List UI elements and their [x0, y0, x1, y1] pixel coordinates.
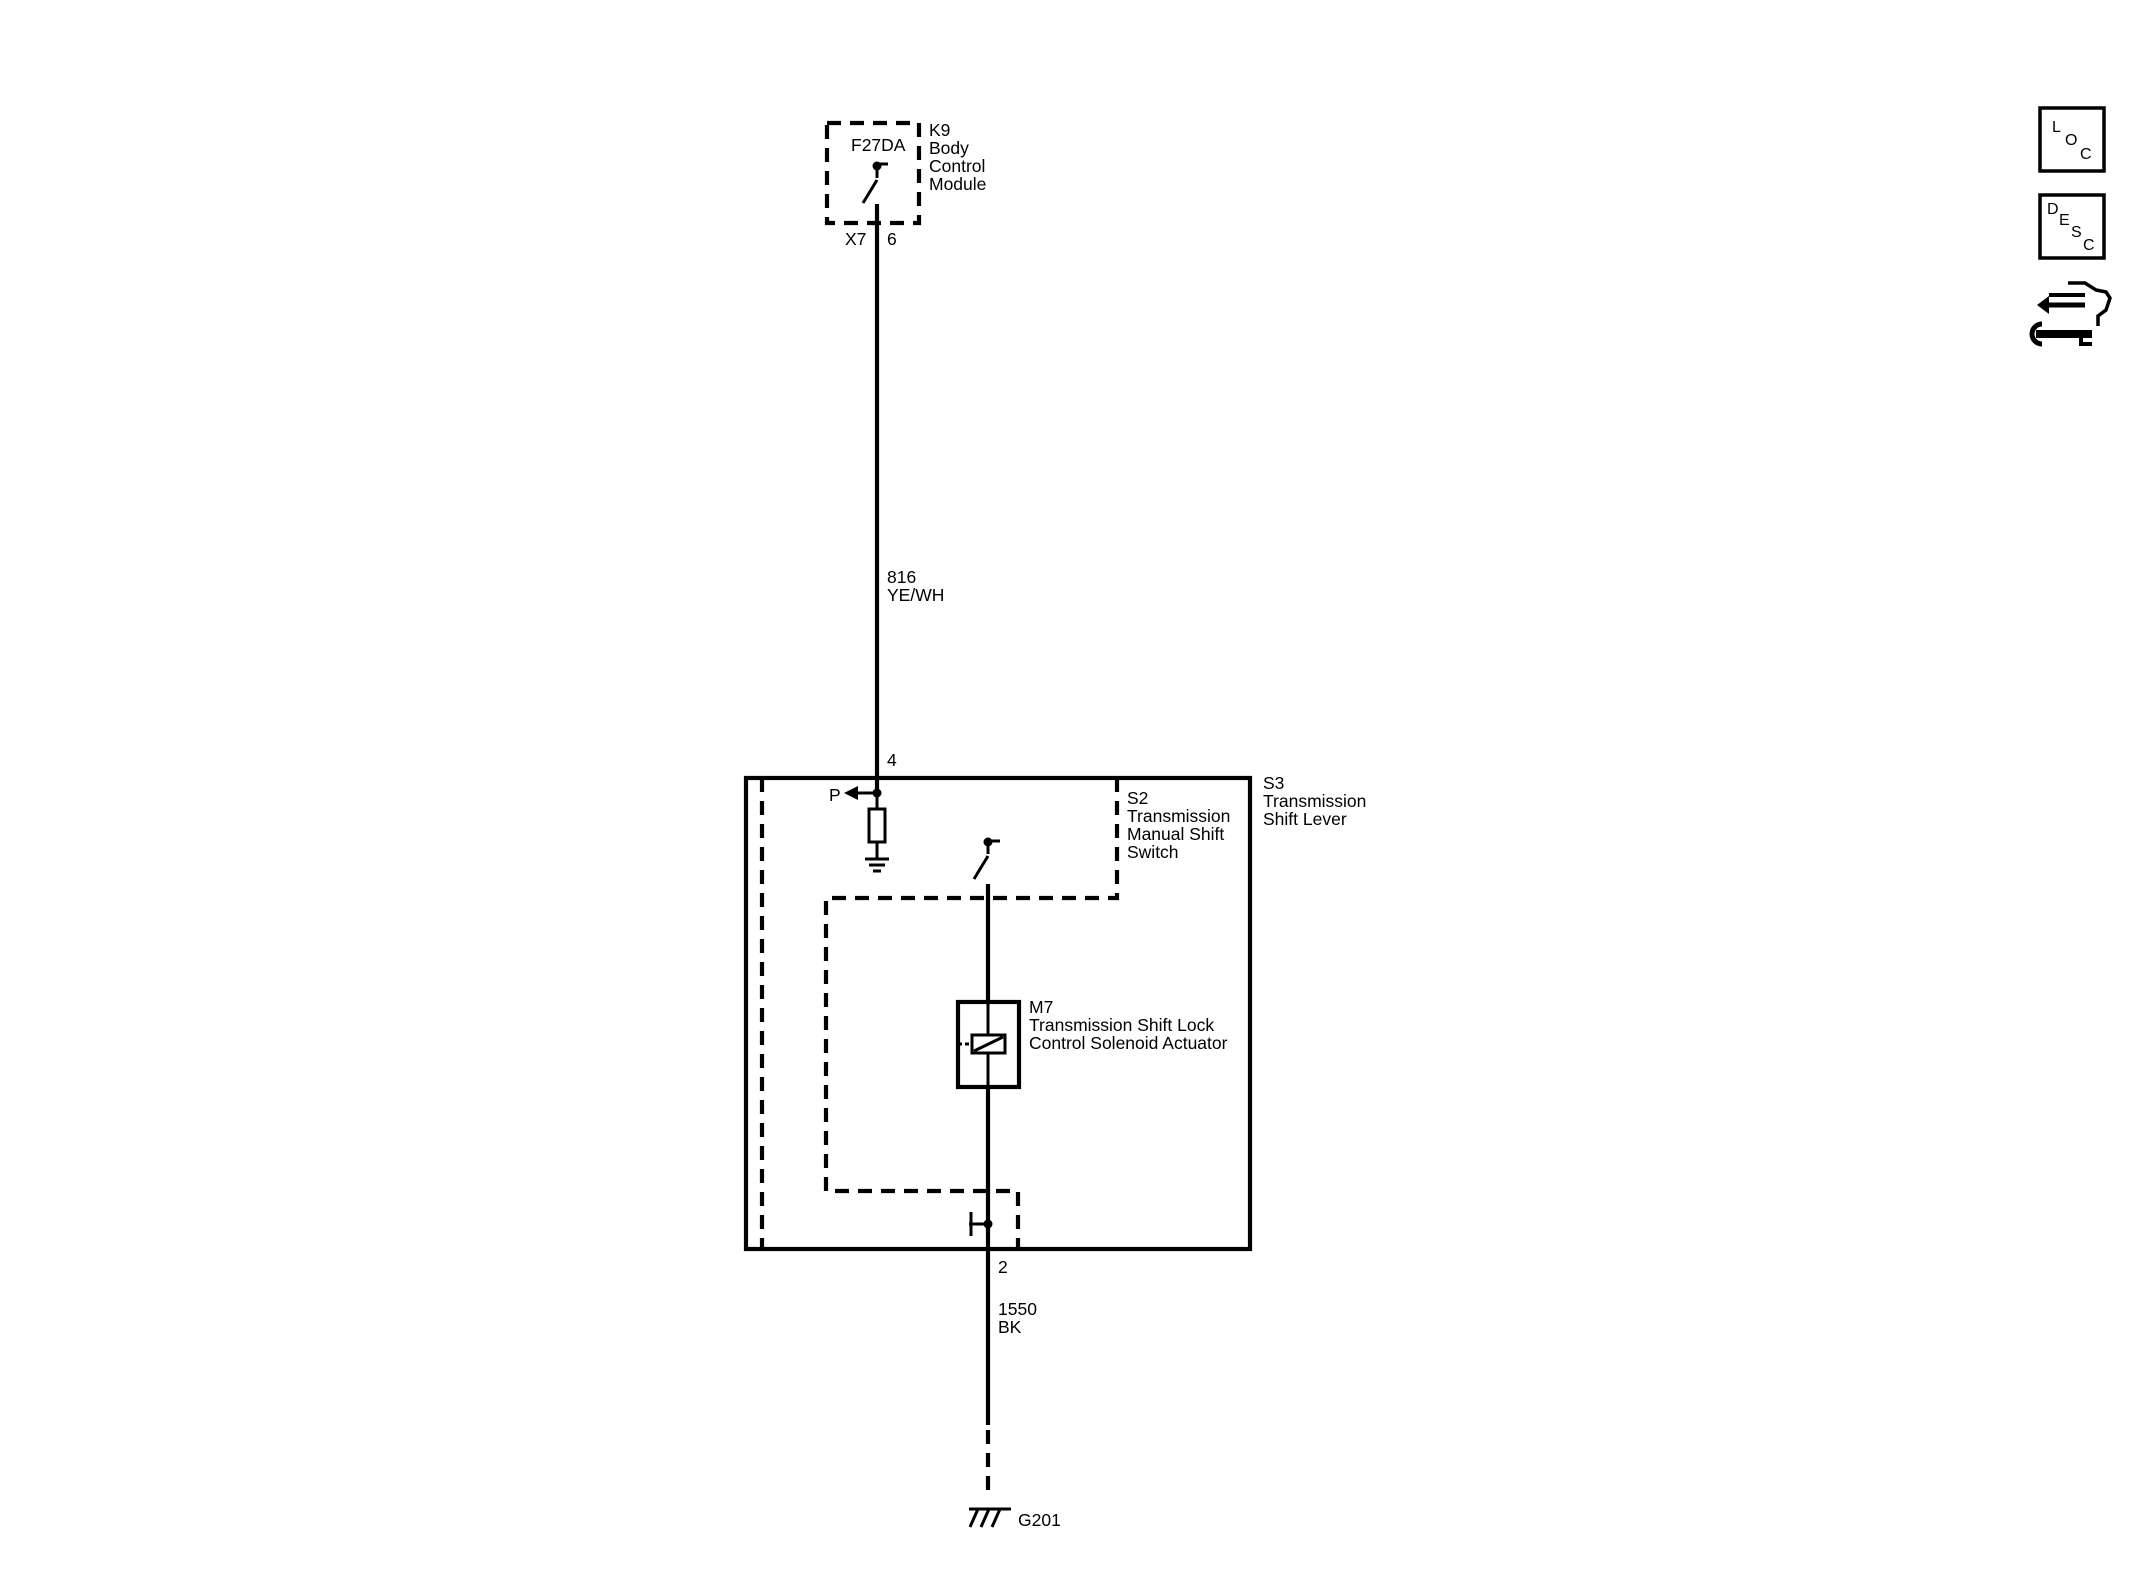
k9-name-line-1: Body	[929, 138, 969, 158]
loc-letter-3: C	[2080, 146, 2092, 163]
m7-name-line-1: Transmission Shift Lock	[1029, 1015, 1214, 1035]
wire-816-circuit: 816	[887, 567, 916, 587]
k9-circuit-label: F27DA	[851, 135, 906, 155]
ground-g201[interactable]: G201	[968, 1507, 1061, 1530]
loc-icon	[2038, 106, 2106, 173]
pin-2-connector-symbol	[969, 1212, 993, 1236]
loc-button[interactable]: L O C	[2038, 106, 2106, 173]
k9-pin-label: 6	[887, 229, 897, 249]
s2-dashed-outline	[823, 778, 1120, 1249]
k9-dashed-box	[824, 120, 922, 226]
s2-id-label: S2	[1127, 788, 1148, 808]
park-arrow-icon	[844, 786, 858, 800]
desc-letter-1: D	[2047, 201, 2059, 218]
s3-name-line-1: Transmission	[1263, 791, 1366, 811]
s2-name-line-3: Switch	[1127, 842, 1179, 862]
desc-icon	[2038, 193, 2106, 260]
m7-id-label: M7	[1029, 997, 1053, 1017]
s3-pin-bottom: 2	[998, 1257, 1008, 1277]
k9-connector-label: X7	[845, 229, 866, 249]
wire-816-color: YE/WH	[887, 585, 944, 605]
wire-1550-circuit: 1550	[998, 1299, 1037, 1319]
k9-body-control-module[interactable]: F27DA K9 Body Control Module X7 6	[824, 120, 986, 249]
desc-letter-2: E	[2059, 212, 2070, 229]
s3-name-line-2: Shift Lever	[1263, 809, 1347, 829]
connector-repair-button[interactable]	[2029, 281, 2112, 347]
m7-shift-lock-solenoid[interactable]: M7 Transmission Shift Lock Control Solen…	[955, 997, 1228, 1090]
k9-name-line-3: Module	[929, 174, 986, 194]
park-signal-input: P	[829, 785, 889, 873]
ground-label: G201	[1018, 1510, 1061, 1530]
desc-letter-4: C	[2083, 237, 2095, 254]
s2-transmission-manual-shift-switch[interactable]: S2 Transmission Manual Shift Switch	[972, 788, 1230, 880]
wire-1550-color: BK	[998, 1317, 1022, 1337]
connector-repair-icon	[2029, 281, 2112, 347]
k9-id-label: K9	[929, 120, 950, 140]
loc-letter-1: L	[2052, 119, 2061, 136]
s3-id-label: S3	[1263, 773, 1284, 793]
desc-button[interactable]: D E S C	[2038, 193, 2106, 260]
s3-transmission-shift-lever[interactable]: 4 S3 Transmission Shift Lever 2	[743, 750, 1366, 1277]
k9-name-line-2: Control	[929, 156, 985, 176]
loc-letter-2: O	[2065, 132, 2077, 149]
m7-name-line-2: Control Solenoid Actuator	[1029, 1033, 1228, 1053]
s2-name-line-2: Manual Shift	[1127, 824, 1224, 844]
s3-solid-box	[743, 775, 1253, 1252]
s2-name-line-1: Transmission	[1127, 806, 1230, 826]
s3-pin-top: 4	[887, 750, 897, 770]
park-resistor-icon	[867, 807, 887, 844]
park-label: P	[829, 785, 841, 805]
wire-816[interactable]: 816 YE/WH	[874, 204, 944, 793]
desc-letter-3: S	[2071, 224, 2082, 241]
wire-1550[interactable]: 1550 BK	[985, 1225, 1037, 1495]
